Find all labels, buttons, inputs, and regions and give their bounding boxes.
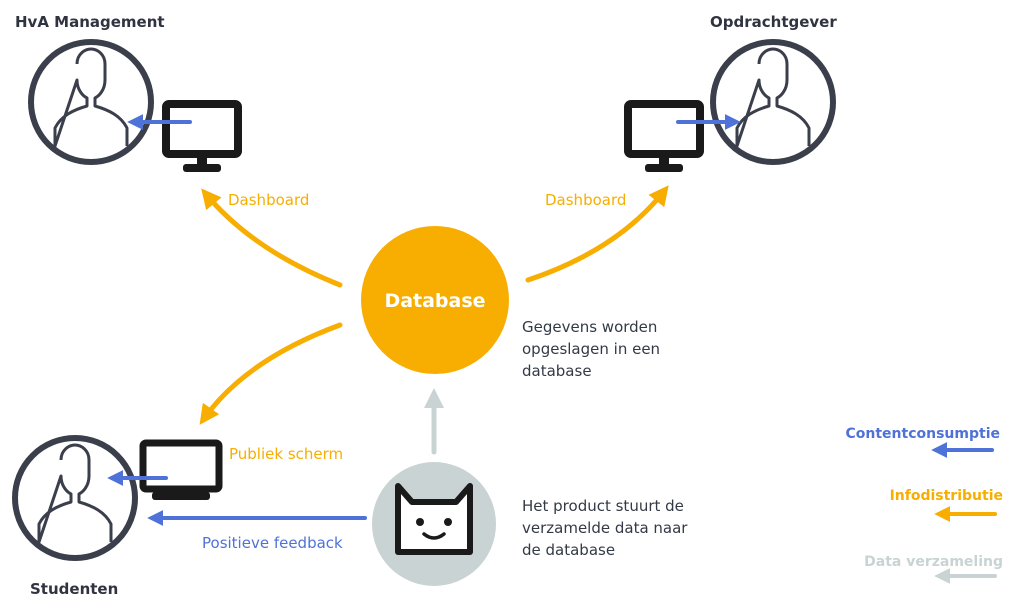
title-management: HvA Management [15, 13, 165, 31]
label-dashboard-right: Dashboard [545, 191, 626, 209]
label-dashboard-left: Dashboard [228, 191, 309, 209]
database-label: Database [384, 290, 485, 312]
person-icon [15, 438, 135, 558]
monitor-icon [624, 100, 704, 172]
cat-face-icon [395, 483, 473, 555]
legend-content-label: Contentconsumptie [846, 426, 1001, 442]
label-public-screen: Publiek scherm [229, 445, 343, 463]
arrow-to-management-dashboard [201, 188, 343, 288]
person-icon [713, 42, 833, 162]
arrow-to-public-screen [199, 322, 343, 425]
database-description: Gegevens worden opgeslagen in een databa… [522, 318, 665, 380]
product-description: Het product stuurt de verzamelde data na… [522, 497, 692, 559]
legend-data-label: Data verzameling [864, 554, 1003, 570]
title-students: Studenten [30, 580, 118, 597]
database-node [361, 226, 509, 374]
person-icon [31, 42, 151, 162]
title-client: Opdrachtgever [710, 13, 837, 31]
tv-icon [139, 439, 223, 500]
arrow-to-client-dashboard [525, 185, 669, 283]
monitor-icon [162, 100, 242, 172]
legend-info-label: Infodistributie [890, 488, 1003, 504]
legend: Contentconsumptie Infodistributie Data v… [846, 426, 1003, 584]
label-positive-feedback: Positieve feedback [202, 534, 343, 552]
